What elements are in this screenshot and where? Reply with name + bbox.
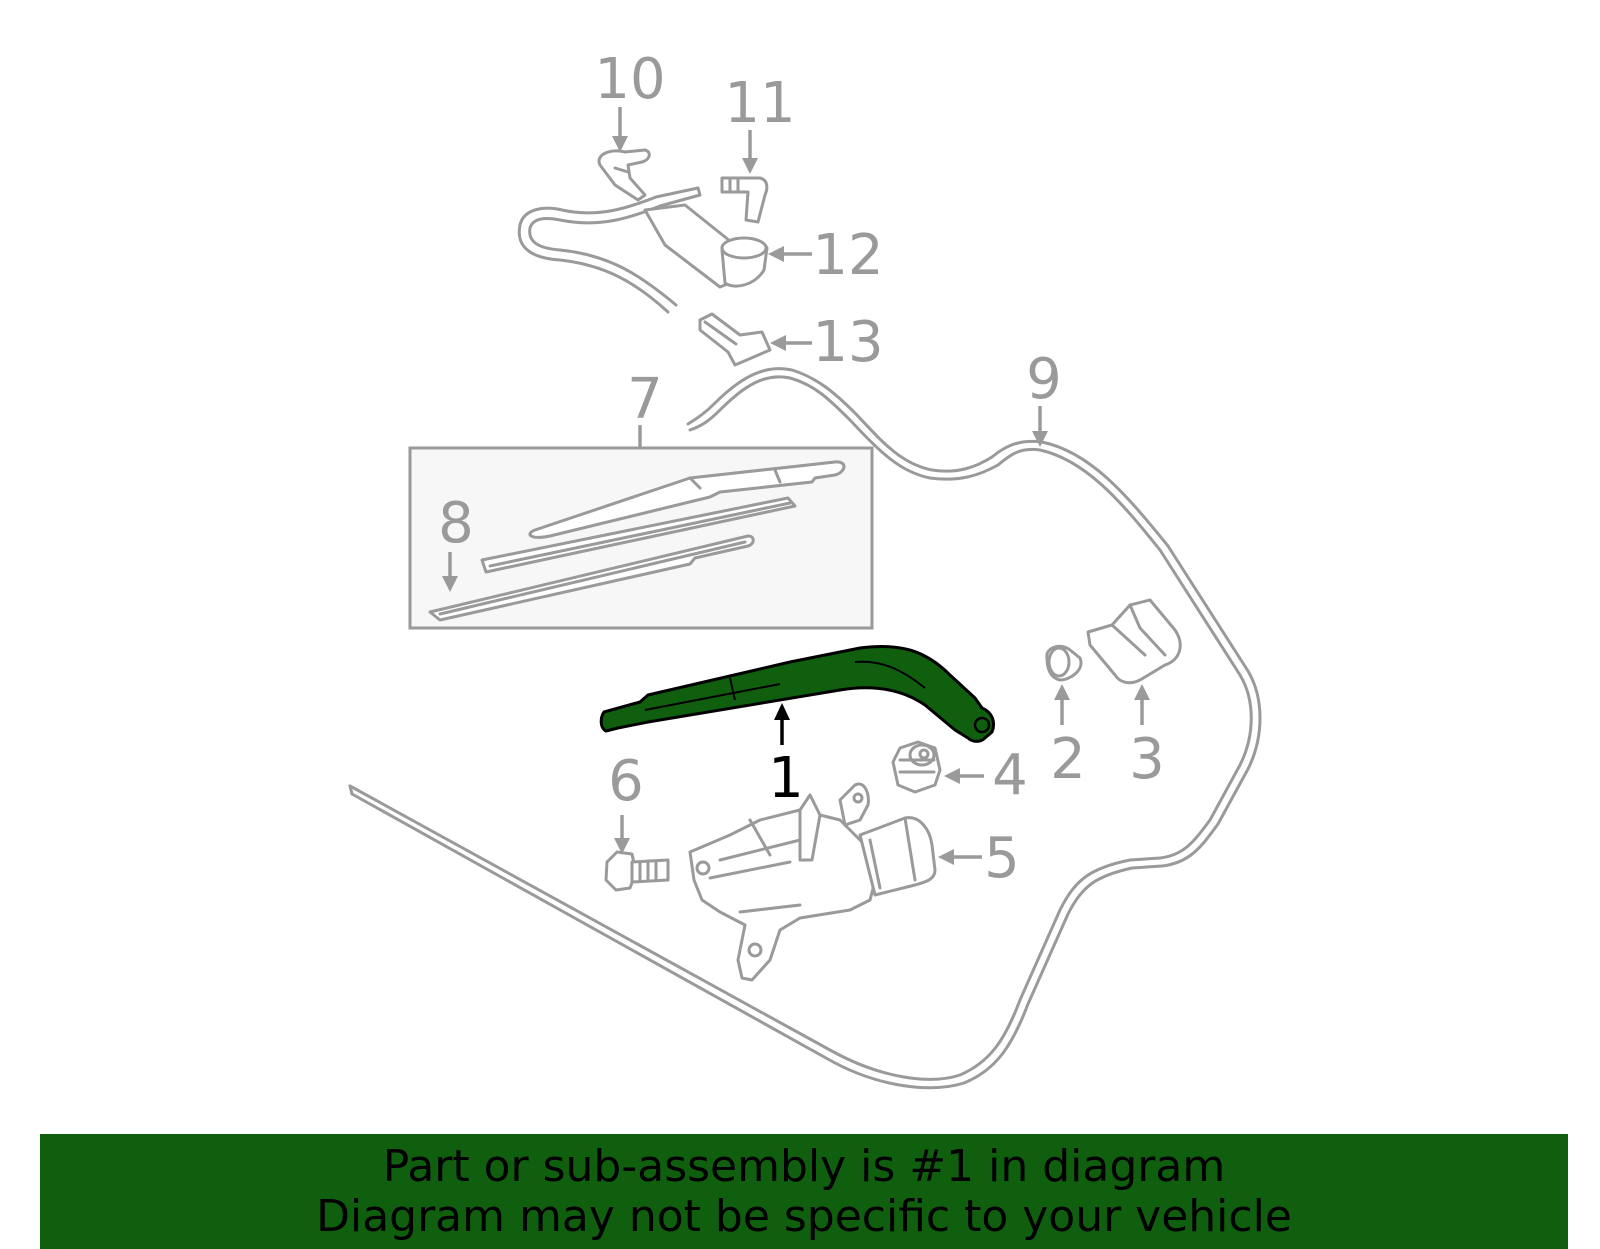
leader-lines	[442, 107, 1150, 865]
callout-13: 13	[812, 310, 883, 375]
callout-9: 9	[1026, 347, 1062, 412]
washer-hose-assembly	[517, 186, 769, 314]
wiper-arm-1	[599, 644, 996, 743]
grommet-2	[1045, 644, 1083, 682]
callout-7: 7	[627, 367, 663, 432]
callout-4: 4	[992, 743, 1028, 808]
callout-8: 8	[438, 491, 474, 556]
callout-2: 2	[1050, 727, 1086, 792]
hose-connector-10	[597, 148, 651, 202]
wiper-cap-3	[1086, 598, 1182, 685]
hatch-outline	[348, 367, 1262, 1090]
callout-5: 5	[984, 826, 1020, 891]
hose-elbow-11	[720, 176, 769, 224]
callout-1: 1	[768, 746, 804, 811]
wiper-motor-5	[688, 782, 937, 982]
callout-3: 3	[1129, 727, 1165, 792]
callout-12: 12	[812, 223, 883, 288]
callout-6: 6	[608, 749, 644, 814]
wiper-blade-kit-7	[408, 446, 874, 630]
callout-10: 10	[594, 47, 665, 112]
callout-11: 11	[724, 71, 795, 136]
banner-line-1: Part or sub-assembly is #1 in diagram	[382, 1140, 1226, 1192]
bolt-6	[604, 850, 670, 892]
banner-line-2: Diagram may not be specific to your vehi…	[316, 1190, 1292, 1242]
washer-nozzle-13	[698, 312, 772, 367]
callout-labels: 1 2 3 4 5 6 7 8 9 10 11 12 13	[438, 47, 1165, 891]
info-banner: Part or sub-assembly is #1 in diagram Di…	[40, 1134, 1568, 1249]
nut-4	[891, 740, 942, 794]
